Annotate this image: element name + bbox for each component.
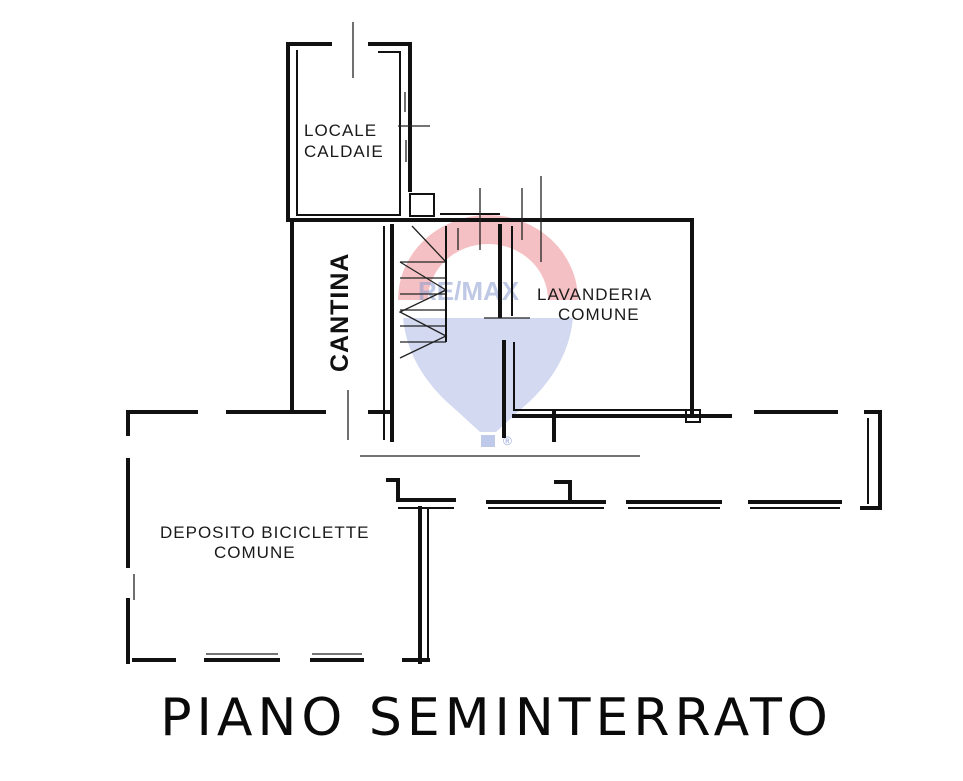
lavanderia-label-line2: COMUNE — [558, 305, 640, 324]
locale-caldaie-walls — [286, 22, 442, 222]
corridor-walls — [126, 410, 882, 510]
balloon-basket — [481, 435, 495, 447]
deposito-label-line1: DEPOSITO BICICLETTE — [160, 523, 370, 542]
cantina-label: CANTINA — [326, 253, 354, 373]
remax-watermark: RE/MAX ® — [398, 215, 578, 448]
deposito-label-line2: COMUNE — [214, 543, 296, 562]
remax-logo-text: RE/MAX — [418, 276, 520, 306]
locale-caldaie-label-line2: CALDAIE — [304, 142, 384, 161]
floor-title: PIANO SEMINTERRATO — [160, 688, 833, 748]
cantina-walls — [290, 218, 394, 442]
balloon-red-band — [398, 215, 578, 300]
registered-mark: ® — [503, 434, 512, 448]
balloon-blue-body — [403, 318, 573, 432]
staircase — [398, 225, 448, 359]
lavanderia-label-line1: LAVANDERIA — [537, 285, 652, 304]
locale-caldaie-label-line1: LOCALE — [304, 121, 377, 140]
deposito-walls — [126, 458, 430, 664]
